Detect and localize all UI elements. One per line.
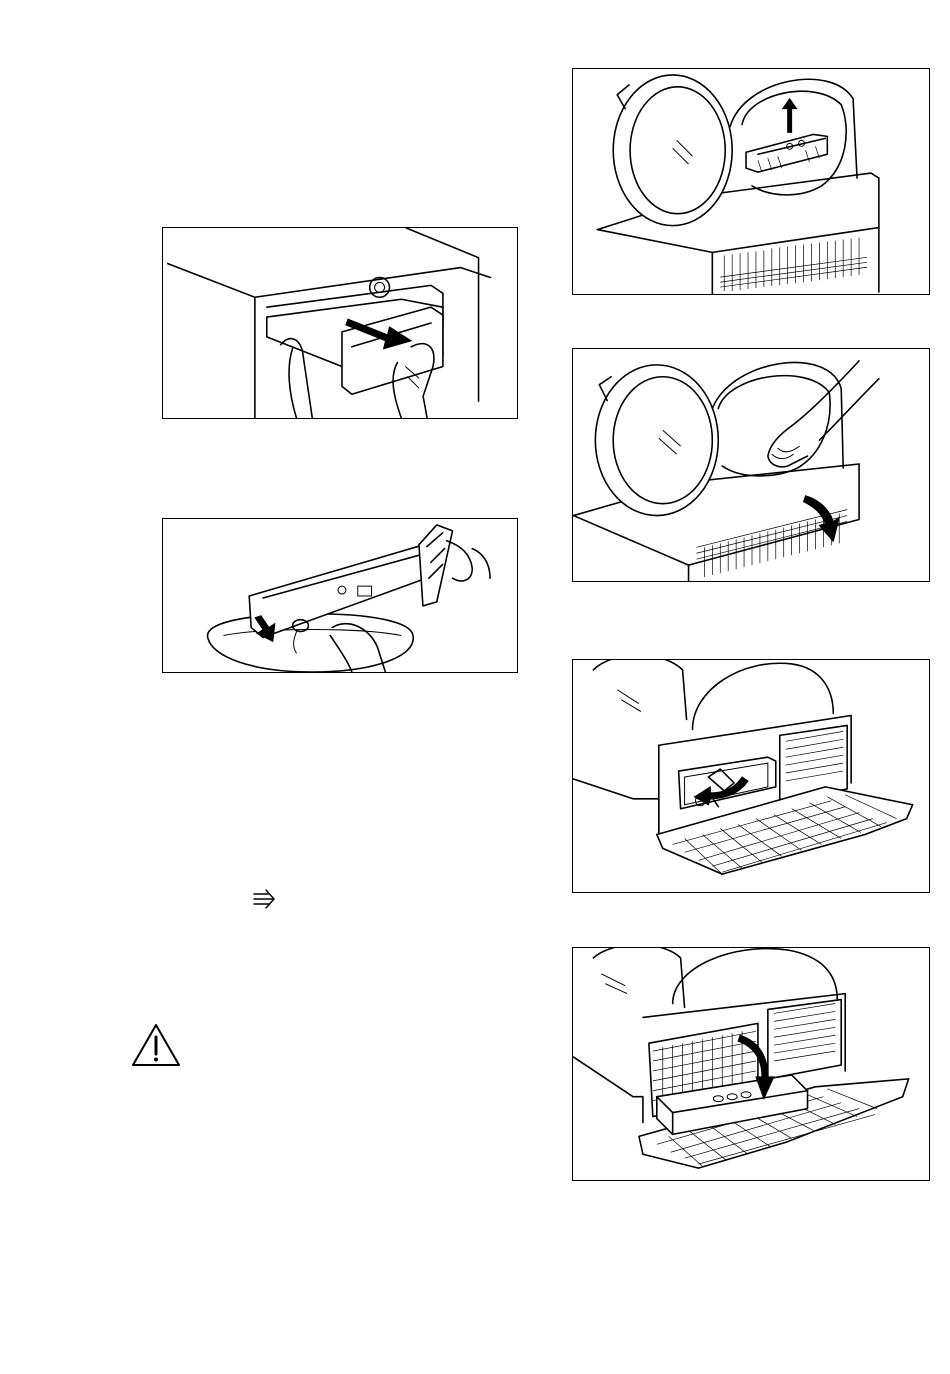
figure-pull-condenser — [572, 947, 930, 1181]
warning-triangle-icon — [131, 1023, 181, 1067]
condenser-cover-lowering-illustration — [573, 948, 929, 1180]
figure-unlock-condenser — [572, 659, 930, 893]
water-container-emptying-illustration — [163, 519, 517, 672]
condenser-symbol-icon — [252, 888, 276, 910]
door-filter-removal-illustration — [573, 69, 929, 294]
figure-open-plinth-cover — [572, 348, 930, 582]
plinth-cover-opening-illustration — [573, 349, 929, 581]
warning-triangle — [131, 1023, 181, 1067]
water-container-pull-out-illustration — [163, 228, 517, 418]
condenser-clean-symbol — [252, 888, 276, 910]
figure-empty-water-container — [162, 518, 518, 673]
figure-pull-water-container — [162, 227, 518, 419]
figure-remove-filter — [572, 68, 930, 295]
condenser-lever-unlock-illustration — [573, 660, 929, 892]
